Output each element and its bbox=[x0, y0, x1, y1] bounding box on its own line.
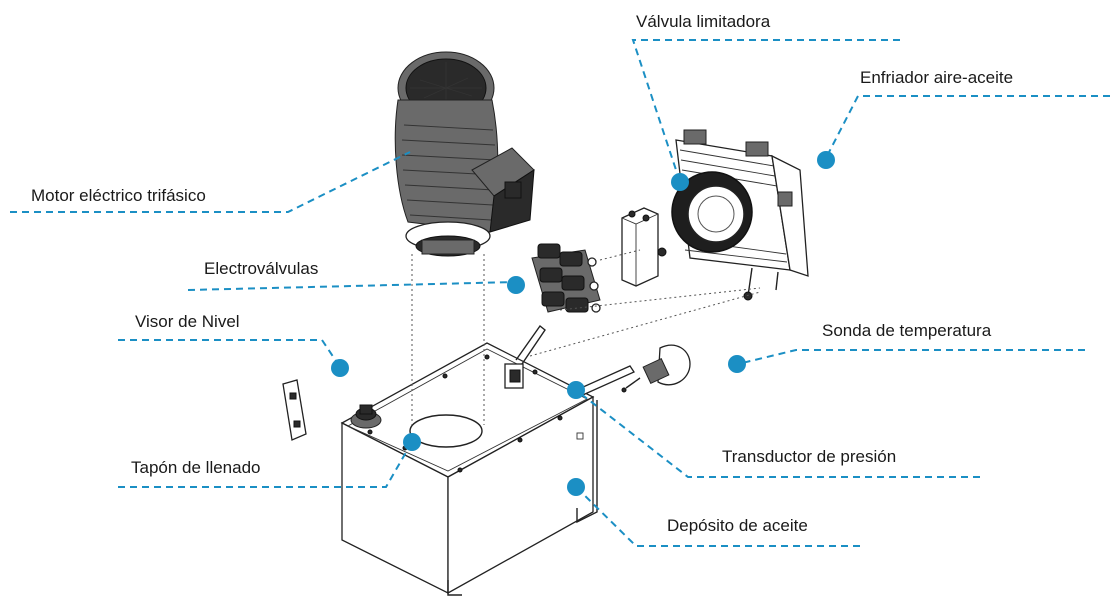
callout-dots bbox=[331, 151, 835, 496]
label-visor-nivel: Visor de Nivel bbox=[135, 312, 240, 331]
solenoid-valves bbox=[531, 243, 601, 313]
label-transductor: Transductor de presión bbox=[722, 447, 897, 466]
air-oil-cooler bbox=[657, 129, 809, 301]
label-deposito: Depósito de aceite bbox=[667, 516, 808, 535]
label-enfriador: Enfriador aire-aceite bbox=[860, 68, 1014, 87]
relief-valve-block bbox=[621, 207, 659, 287]
dot-valvula bbox=[671, 173, 689, 191]
dot-sonda bbox=[728, 355, 746, 373]
dot-enfriador bbox=[817, 151, 835, 169]
label-sonda-temperatura: Sonda de temperatura bbox=[822, 321, 992, 340]
label-valvula-limitadora: Válvula limitadora bbox=[636, 12, 771, 31]
leader-lines bbox=[10, 39, 1110, 547]
level-gauge bbox=[282, 379, 307, 441]
temperature-probe bbox=[621, 344, 691, 393]
label-electrovalvulas: Electroválvulas bbox=[204, 259, 319, 278]
electric-motor bbox=[394, 51, 535, 257]
dot-visor bbox=[331, 359, 349, 377]
dot-transductor bbox=[567, 381, 585, 399]
oil-tank bbox=[340, 324, 598, 596]
dot-electrovalvulas bbox=[507, 276, 525, 294]
label-motor: Motor eléctrico trifásico bbox=[31, 186, 206, 205]
label-tapon: Tapón de llenado bbox=[131, 458, 261, 477]
dot-deposito bbox=[567, 478, 585, 496]
dot-tapon bbox=[403, 433, 421, 451]
